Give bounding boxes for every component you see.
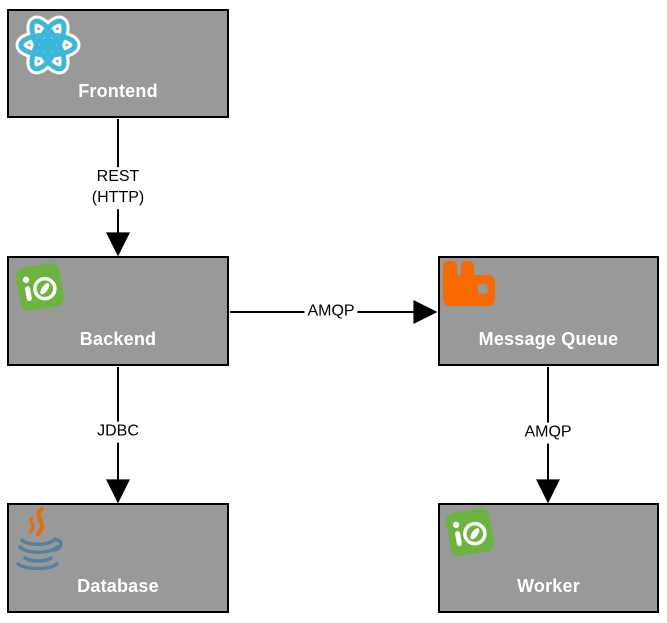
node-label-database: Database	[77, 576, 159, 596]
node-label-message-queue: Message Queue	[478, 329, 619, 349]
node-backend: Backend	[7, 256, 229, 366]
edge-label-rest-http: REST (HTTP)	[88, 167, 148, 209]
node-label-backend: Backend	[79, 329, 157, 349]
node-database: Database	[7, 503, 229, 613]
edge-label-amqp-horizontal: AMQP	[304, 301, 358, 323]
node-frontend: Frontend	[7, 9, 229, 118]
edge-label-amqp-vertical: AMQP	[521, 422, 575, 444]
spring-icon	[445, 507, 495, 557]
node-label-frontend: Frontend	[78, 81, 158, 101]
node-worker: Worker	[438, 503, 659, 613]
react-icon	[15, 15, 81, 75]
node-message-queue: Message Queue	[438, 256, 659, 366]
edge-label-rest-line1: REST	[96, 168, 140, 186]
rabbitmq-icon	[443, 261, 495, 306]
spring-icon	[15, 262, 65, 312]
edge-label-rest-line2: (HTTP)	[91, 189, 145, 206]
node-label-worker: Worker	[517, 576, 580, 596]
java-icon	[16, 507, 63, 570]
edge-label-jdbc: JDBC	[94, 421, 142, 443]
